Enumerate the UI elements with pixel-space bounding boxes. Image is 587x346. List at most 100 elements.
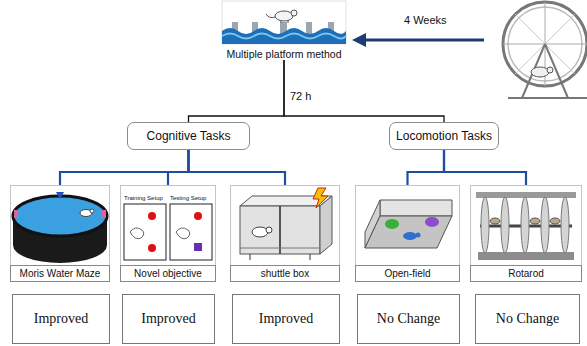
novel-object-illustration [148, 244, 156, 252]
open-field-illustration [365, 216, 452, 248]
novel-object-illustration [176, 228, 190, 239]
node-text: Multiple platform method [227, 48, 342, 60]
shuttle-box-illustration [240, 188, 332, 260]
node-text: Novel objective [134, 268, 202, 279]
label-box: Open-field [355, 265, 460, 282]
duration-label: 4 Weeks [404, 14, 447, 27]
platform-illustration [275, 11, 293, 21]
open-field-illustration [416, 233, 421, 238]
shuttle-box-illustration [240, 248, 320, 249]
novel-object-illustration [170, 204, 212, 260]
connector [408, 150, 445, 185]
node-text: Moris Water Maze [20, 268, 101, 279]
task-box: Locomotion Tasks [389, 122, 499, 150]
rotarod-illustration [481, 197, 489, 253]
result-box: Improved [232, 294, 340, 344]
platform-illustration [266, 14, 275, 18]
running-wheel [547, 67, 553, 73]
weeks-arrow [362, 39, 484, 42]
node-text: Cognitive Tasks [147, 129, 231, 143]
task-box: Cognitive Tasks [127, 122, 250, 150]
running-wheel [545, 44, 568, 98]
test-panel: Rotarod [470, 185, 582, 282]
shuttle-box-illustration [279, 206, 281, 254]
setup-label: Testing Setup [170, 195, 206, 202]
rotarod-illustration [490, 218, 500, 224]
shuttle-box-illustration [313, 188, 328, 208]
running-wheel [508, 97, 587, 99]
water-maze-illustration [13, 192, 107, 263]
node-text: Open-field [384, 268, 430, 279]
platform-illustration [222, 1, 346, 44]
water-maze-illustration [56, 192, 64, 199]
result-box: Improved [122, 294, 215, 344]
shuttle-box-illustration [240, 206, 320, 254]
connector [444, 150, 526, 185]
node-text: shuttle box [261, 268, 309, 279]
method-image: Multiple platform method [204, 0, 364, 60]
result-text: No Change [377, 311, 440, 327]
water-maze-illustration [90, 209, 94, 213]
platform-illustration [222, 28, 346, 44]
duration-label: 72 h [290, 90, 311, 103]
platform-illustration [222, 1, 346, 44]
open-field-illustration [425, 217, 439, 227]
rotarod-illustration [478, 252, 574, 260]
label-box: Novel objective [120, 265, 216, 282]
result-box: Improved [12, 294, 110, 344]
novel-object-illustration [194, 212, 202, 220]
running-wheel [531, 67, 549, 77]
weeks-arrow [352, 33, 484, 47]
rotarod-illustration [530, 218, 540, 224]
open-field-illustration [365, 200, 452, 248]
connector [168, 150, 189, 185]
platform-illustration [281, 20, 282, 23]
open-field-illustration [403, 232, 417, 240]
novel-object-illustration [130, 228, 144, 239]
shuttle-box-illustration [252, 227, 268, 237]
result-text: Improved [259, 311, 313, 327]
open-field-illustration [385, 219, 399, 229]
connector [189, 60, 285, 122]
novel-object-illustration [124, 204, 212, 260]
rotarod-illustration [561, 197, 569, 253]
connector [189, 150, 286, 185]
shuttle-box-illustration [266, 227, 272, 233]
rotarod-illustration [541, 197, 549, 253]
result-box: No Change [357, 294, 460, 344]
rotarod-illustration [521, 197, 529, 253]
test-panel: Open-field [355, 185, 460, 282]
setup-label: Training Setup [124, 195, 163, 202]
platform-illustration [291, 10, 297, 16]
novel-object-illustration [124, 204, 166, 260]
node-text: Rotarod [508, 268, 544, 279]
test-panel: Moris Water Maze [10, 185, 110, 282]
shuttle-box-illustration [250, 254, 251, 260]
connector [284, 60, 444, 122]
platform-illustration [288, 20, 289, 23]
open-field-illustration [380, 200, 452, 216]
rotarod-illustration [550, 218, 560, 224]
novel-object-illustration [148, 212, 156, 220]
rotarod-illustration [476, 192, 576, 260]
label-box: shuttle box [230, 265, 340, 282]
platform-illustration [222, 34, 346, 39]
label-box: Moris Water Maze [10, 265, 110, 282]
connector [60, 150, 189, 185]
rotarod-illustration [501, 197, 509, 253]
node-text: Locomotion Tasks [396, 129, 492, 143]
result-text: No Change [496, 311, 559, 327]
shuttle-box-illustration [320, 196, 332, 254]
shuttle-box-illustration [310, 254, 311, 260]
running-wheel [503, 2, 587, 98]
novel-object-illustration [194, 243, 202, 251]
result-box: No Change [475, 294, 580, 344]
water-maze-illustration [14, 210, 18, 218]
result-text: Improved [141, 311, 195, 327]
water-maze-illustration [102, 210, 106, 218]
water-maze-illustration [13, 196, 107, 236]
result-text: Improved [34, 311, 88, 327]
weeks-arrow [352, 33, 366, 47]
label-box: Rotarod [470, 265, 582, 282]
